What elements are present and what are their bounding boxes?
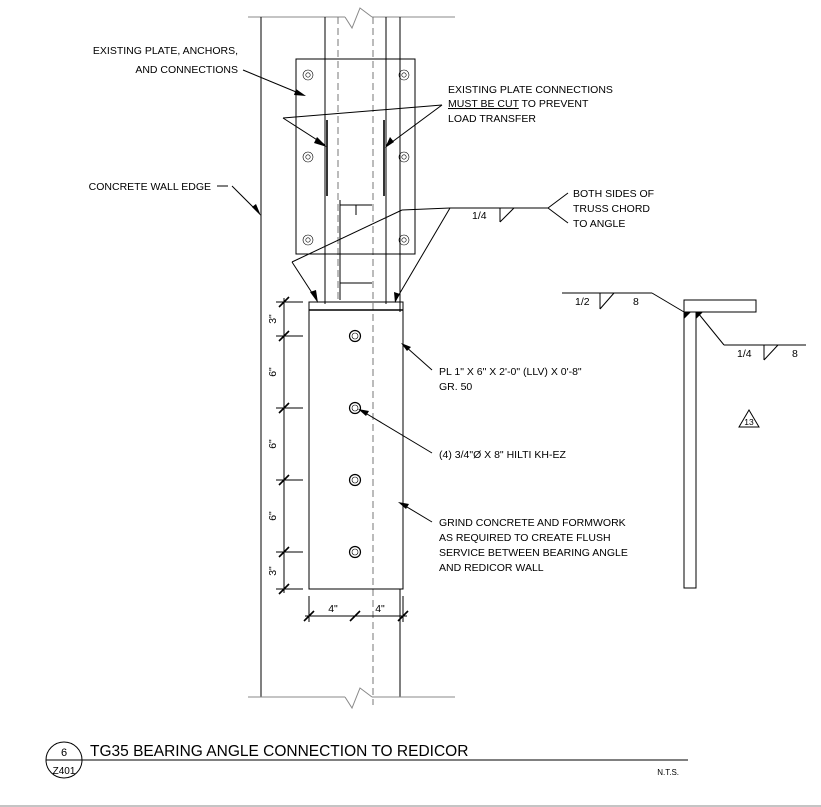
annotations: EXISTING PLATE, ANCHORS, AND CONNECTIONS…	[89, 45, 654, 574]
existing-anchors	[302, 69, 410, 246]
sheet-number: Z401	[53, 766, 76, 777]
horizontal-dimensions: 4" 4"	[303, 596, 409, 622]
to-prevent-text: TO PREVENT	[519, 98, 589, 110]
label-grind-line4: AND REDICOR WALL	[439, 562, 544, 574]
label-existing-connections-line1: EXISTING PLATE CONNECTIONS	[448, 84, 613, 96]
section-detail: 1/2 8 1/4 8	[562, 292, 806, 589]
dim-horizontal-1: 4"	[328, 603, 338, 615]
label-grind-line2: AS REQUIRED TO CREATE FLUSH	[439, 532, 611, 544]
label-both-sides-line1: BOTH SIDES OF	[573, 188, 654, 200]
revision-number: 13	[744, 417, 754, 427]
label-existing-connections-line2: MUST BE CUT TO PREVENT	[448, 98, 589, 110]
weld-symbol-main: 1/4	[472, 192, 569, 224]
centerlines	[337, 17, 374, 705]
truss-chord	[324, 17, 387, 304]
dim-vertical-2: 6"	[267, 367, 279, 377]
label-plate-spec-line1: PL 1" X 6" X 2'-0" (LLV) X 0'-8"	[439, 366, 582, 378]
leaders	[217, 69, 548, 523]
bearing-plate	[308, 301, 404, 590]
dim-horizontal-2: 4"	[375, 603, 385, 615]
label-wall-edge: CONCRETE WALL EDGE	[89, 181, 211, 193]
scale-note: N.T.S.	[657, 768, 679, 777]
label-existing-connections-line3: LOAD TRANSFER	[448, 113, 536, 125]
existing-plate	[295, 58, 416, 255]
label-existing-plate-line1: EXISTING PLATE, ANCHORS,	[93, 45, 238, 57]
title-block: 6 Z401 TG35 BEARING ANGLE CONNECTION TO …	[45, 741, 688, 779]
weld-section-left-size: 1/2	[575, 296, 590, 308]
weld-section-right-size: 1/4	[737, 348, 752, 360]
vertical-dimensions: 3" 6" 6" 6" 3"	[267, 296, 303, 595]
label-both-sides-line2: TRUSS CHORD	[573, 203, 650, 215]
detail-number: 6	[61, 747, 67, 759]
must-be-cut-text: MUST BE CUT	[448, 98, 520, 110]
label-grind-line3: SERVICE BETWEEN BEARING ANGLE	[439, 547, 628, 559]
new-anchors	[348, 329, 362, 559]
dim-vertical-4: 6"	[267, 511, 279, 521]
dim-vertical-3: 6"	[267, 439, 279, 449]
concrete-wall	[248, 7, 455, 710]
label-existing-plate-line2: AND CONNECTIONS	[135, 64, 238, 76]
label-anchors: (4) 3/4"Ø X 8" HILTI KH-EZ	[439, 449, 566, 461]
revision-tag: 13	[738, 409, 760, 428]
label-both-sides-line3: TO ANGLE	[573, 218, 625, 230]
dim-vertical-1: 3"	[267, 314, 279, 324]
weld-section-left-length: 8	[633, 296, 639, 308]
weld-section-right-length: 8	[792, 348, 798, 360]
weld-main-size: 1/4	[472, 210, 487, 222]
label-plate-spec-line2: GR. 50	[439, 381, 472, 393]
detail-title: TG35 BEARING ANGLE CONNECTION TO REDICOR	[90, 743, 468, 760]
label-grind-line1: GRIND CONCRETE AND FORMWORK	[439, 517, 626, 529]
dim-vertical-5: 3"	[267, 566, 279, 576]
